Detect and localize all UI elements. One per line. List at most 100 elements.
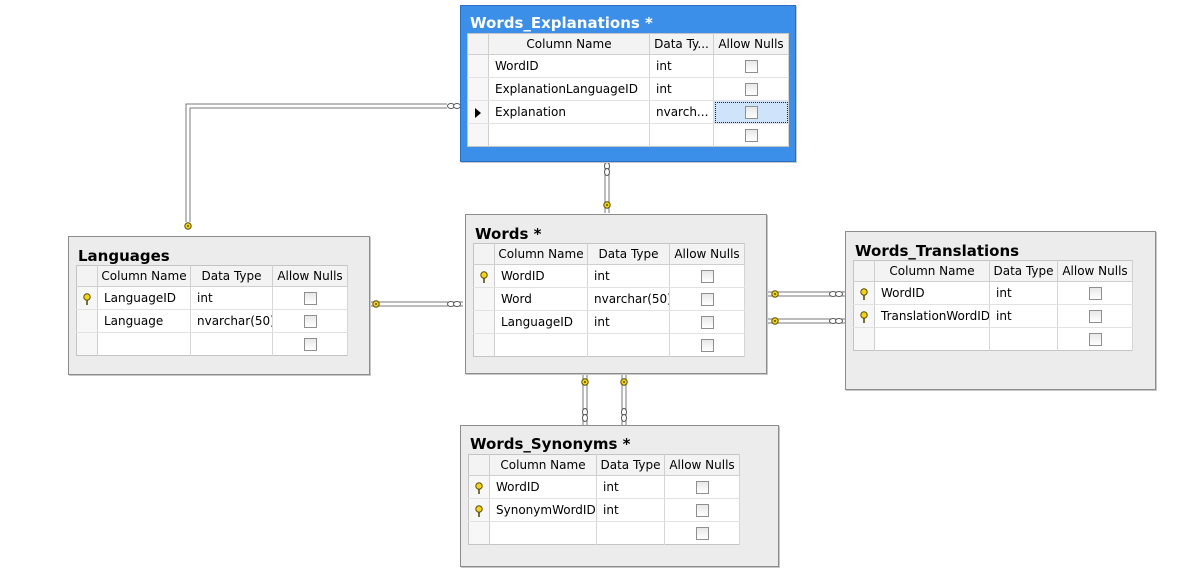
allow-nulls-cell[interactable] (1057, 304, 1133, 328)
table-row[interactable]: WordID int (468, 475, 740, 499)
row-selector[interactable] (467, 77, 489, 101)
data-type-cell[interactable] (190, 332, 273, 356)
data-type-cell[interactable]: nvarch... (649, 100, 714, 124)
allow-nulls-cell[interactable] (669, 310, 745, 334)
table-words-translations[interactable]: Words_Translations Column Name Data Type… (845, 231, 1156, 390)
table-languages[interactable]: Languages Column Name Data Type Allow Nu… (68, 236, 370, 375)
row-selector[interactable] (467, 54, 489, 78)
allow-nulls-checkbox[interactable] (700, 270, 714, 283)
data-type-cell[interactable]: nvarchar(50) (190, 309, 273, 333)
data-type-cell[interactable]: int (649, 77, 714, 101)
column-name-cell[interactable]: WordID (488, 54, 650, 78)
allow-nulls-checkbox[interactable] (695, 504, 709, 517)
table-row[interactable]: LanguageID int (76, 286, 348, 310)
allow-nulls-checkbox[interactable] (744, 60, 758, 73)
data-type-cell[interactable] (649, 123, 714, 147)
allow-nulls-cell[interactable] (272, 286, 348, 310)
allow-nulls-checkbox[interactable] (744, 106, 758, 119)
row-selector[interactable] (76, 309, 98, 333)
row-selector[interactable] (76, 332, 98, 356)
allow-nulls-cell[interactable] (669, 287, 745, 311)
allow-nulls-cell[interactable] (713, 54, 789, 78)
column-name-cell[interactable]: ExplanationLanguageID (488, 77, 650, 101)
table-row[interactable] (468, 521, 740, 545)
table-row[interactable]: Word nvarchar(50) (473, 287, 745, 311)
column-name-cell[interactable] (488, 123, 650, 147)
column-name-cell[interactable]: WordID (489, 475, 597, 499)
data-type-cell[interactable] (596, 521, 665, 545)
table-row[interactable]: TranslationWordID int (853, 304, 1133, 328)
column-name-cell[interactable] (489, 521, 597, 545)
table-row[interactable]: LanguageID int (473, 310, 745, 334)
row-selector[interactable] (473, 264, 495, 288)
row-selector[interactable] (473, 333, 495, 357)
allow-nulls-cell[interactable] (713, 123, 789, 147)
table-row[interactable] (76, 332, 348, 356)
allow-nulls-checkbox[interactable] (700, 293, 714, 306)
row-selector[interactable] (853, 327, 875, 351)
allow-nulls-cell[interactable] (669, 264, 745, 288)
allow-nulls-checkbox[interactable] (303, 292, 317, 305)
allow-nulls-checkbox[interactable] (1088, 333, 1102, 346)
row-selector[interactable] (467, 123, 489, 147)
allow-nulls-cell[interactable] (664, 521, 740, 545)
data-type-cell[interactable]: int (596, 475, 665, 499)
column-name-cell[interactable] (874, 327, 990, 351)
table-row[interactable] (473, 333, 745, 357)
data-type-cell[interactable]: nvarchar(50) (587, 287, 670, 311)
table-row[interactable]: Explanation nvarch... (467, 100, 789, 124)
allow-nulls-cell[interactable] (669, 333, 745, 357)
column-name-cell[interactable]: LanguageID (97, 286, 191, 310)
allow-nulls-checkbox[interactable] (700, 316, 714, 329)
data-type-cell[interactable]: int (587, 264, 670, 288)
column-name-cell[interactable] (494, 333, 588, 357)
allow-nulls-checkbox[interactable] (303, 338, 317, 351)
column-name-cell[interactable]: WordID (494, 264, 588, 288)
allow-nulls-checkbox[interactable] (1088, 287, 1102, 300)
allow-nulls-cell[interactable] (713, 100, 789, 124)
row-selector[interactable] (76, 286, 98, 310)
column-name-cell[interactable]: SynonymWordID (489, 498, 597, 522)
table-row[interactable]: ExplanationLanguageID int (467, 77, 789, 101)
allow-nulls-checkbox[interactable] (303, 315, 317, 328)
column-name-cell[interactable]: WordID (874, 281, 990, 305)
column-name-cell[interactable] (97, 332, 191, 356)
data-type-cell[interactable]: int (989, 281, 1058, 305)
row-selector[interactable] (473, 287, 495, 311)
allow-nulls-cell[interactable] (664, 475, 740, 499)
allow-nulls-checkbox[interactable] (744, 129, 758, 142)
data-type-cell[interactable]: int (587, 310, 670, 334)
allow-nulls-checkbox[interactable] (1088, 310, 1102, 323)
table-row[interactable] (467, 123, 789, 147)
row-selector[interactable] (473, 310, 495, 334)
table-row[interactable]: Language nvarchar(50) (76, 309, 348, 333)
allow-nulls-cell[interactable] (713, 77, 789, 101)
column-name-cell[interactable]: Explanation (488, 100, 650, 124)
data-type-cell[interactable]: int (190, 286, 273, 310)
allow-nulls-cell[interactable] (272, 309, 348, 333)
table-words-synonyms[interactable]: Words_Synonyms * Column Name Data Type A… (460, 425, 779, 567)
row-selector[interactable] (853, 281, 875, 305)
allow-nulls-cell[interactable] (664, 498, 740, 522)
table-row[interactable]: WordID int (467, 54, 789, 78)
table-row[interactable]: SynonymWordID int (468, 498, 740, 522)
column-name-cell[interactable]: LanguageID (494, 310, 588, 334)
data-type-cell[interactable]: int (989, 304, 1058, 328)
table-row[interactable] (853, 327, 1133, 351)
column-name-cell[interactable]: Language (97, 309, 191, 333)
column-name-cell[interactable]: TranslationWordID (874, 304, 990, 328)
table-row[interactable]: WordID int (853, 281, 1133, 305)
allow-nulls-checkbox[interactable] (695, 481, 709, 494)
row-selector[interactable] (468, 498, 490, 522)
row-selector[interactable] (468, 475, 490, 499)
row-selector[interactable] (468, 521, 490, 545)
data-type-cell[interactable] (587, 333, 670, 357)
allow-nulls-cell[interactable] (272, 332, 348, 356)
allow-nulls-checkbox[interactable] (744, 83, 758, 96)
data-type-cell[interactable] (989, 327, 1058, 351)
table-words-explanations[interactable]: Words_Explanations * Column Name Data Ty… (460, 5, 796, 162)
row-selector[interactable] (853, 304, 875, 328)
allow-nulls-cell[interactable] (1057, 327, 1133, 351)
row-selector[interactable] (467, 100, 489, 124)
data-type-cell[interactable]: int (596, 498, 665, 522)
